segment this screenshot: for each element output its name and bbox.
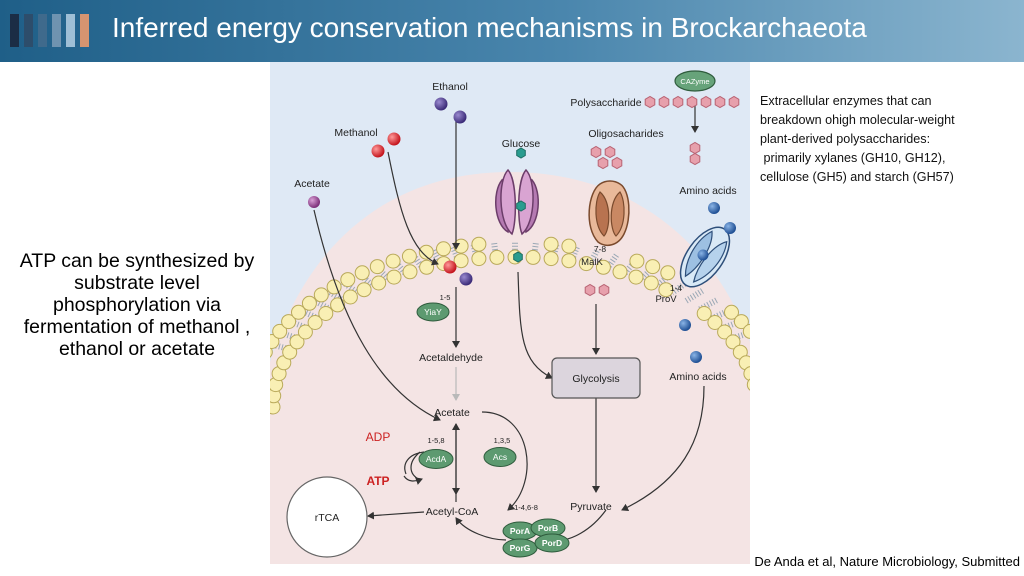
note-line: ethanol or acetate [58, 338, 216, 360]
atp-label: ATP [366, 474, 389, 488]
malk-transporter [588, 180, 630, 247]
cytoplasm [270, 172, 750, 564]
glucose-transporter [495, 168, 539, 236]
acda-enzyme: AcdA [418, 449, 454, 469]
malk-gene-count: 7-8 [594, 244, 607, 254]
title-banner: Inferred energy conservation mechanisms … [0, 0, 1024, 62]
decorative-bar [52, 14, 61, 47]
glucose-label: Glucose [502, 138, 541, 150]
acetaldehyde-label: Acetaldehyde [419, 352, 483, 364]
atp-synthesis-note: ATP can be synthesized by substrate leve… [6, 250, 268, 360]
decorative-bar [66, 14, 75, 47]
pora-label: PorA [510, 526, 530, 536]
note-line: substrate level [74, 272, 200, 294]
acs-gene-count: 1,3,5 [494, 436, 511, 445]
cazyme-label: CAZyme [680, 77, 709, 86]
sugar-molecules [513, 95, 740, 297]
porb-label: PorB [538, 523, 558, 533]
decorative-bar [38, 14, 47, 47]
metabolic-diagram: Ethanol Methanol Acetate Glucose Polysac… [257, 62, 762, 564]
note-line: Extracellular enzymes that can [760, 94, 932, 108]
decorative-bar [10, 14, 19, 47]
note-line: breakdown ohigh molecular-weight [760, 113, 955, 127]
cazyme-enzyme [674, 70, 716, 92]
pyruvate-label: Pyruvate [570, 501, 612, 513]
pord-label: PorD [542, 538, 562, 548]
prov-gene-count: 1-4 [670, 283, 683, 293]
ethanol-label: Ethanol [432, 81, 468, 93]
decorative-bar [80, 14, 89, 47]
note-line: fermentation of methanol , [23, 316, 251, 338]
yiay-enzyme: YiaY [416, 302, 450, 322]
acetate-molecule [308, 196, 320, 208]
por-gene-count: 1-4,6-8 [514, 503, 538, 512]
amino-acid-molecules [679, 202, 736, 363]
glycolysis-label: Glycolysis [572, 373, 619, 385]
note-line: plant-derived polysaccharides: [760, 132, 931, 146]
porg-label: PorG [510, 543, 531, 553]
slide-title: Inferred energy conservation mechanisms … [112, 12, 867, 43]
rtca-cycle [286, 476, 368, 558]
extracellular-enzymes-note: Extracellular enzymes that can breakdown… [760, 92, 1015, 187]
citation: De Anda et al, Nature Microbiology, Subm… [754, 554, 1020, 569]
adp-label: ADP [366, 430, 391, 444]
por-complex: PorA PorB PorG PorD [502, 518, 570, 558]
note-line: ATP can be synthesized by [19, 250, 255, 272]
diagram-svg: Ethanol Methanol Acetate Glucose Polysac… [257, 62, 762, 564]
malk-label: MalK [581, 257, 603, 268]
methanol-label: Methanol [334, 127, 377, 139]
acda-gene-count: 1-5,8 [427, 436, 444, 445]
note-line: primarily xylanes (GH10, GH12), [760, 151, 946, 165]
acetyl-coa-label: Acetyl-CoA [426, 506, 479, 518]
amino-acids-outside-label: Amino acids [679, 185, 736, 197]
polysaccharide-label: Polysaccharide [570, 97, 641, 109]
glycolysis-box [551, 357, 641, 399]
lipid-bilayer [257, 236, 762, 415]
methanol-molecules [371, 132, 457, 274]
oligosaccharides-label: Oligosacharides [588, 128, 663, 140]
yiay-gene-count: 1-5 [440, 293, 451, 302]
ethanol-molecules [434, 97, 473, 286]
acs-enzyme: Acs [483, 447, 517, 467]
yiay-label: YiaY [424, 307, 442, 317]
amino-acids-inside-label: Amino acids [669, 371, 726, 383]
acs-label: Acs [493, 452, 507, 462]
note-line: phosphorylation via [52, 294, 222, 316]
rtca-label: rTCA [315, 512, 340, 524]
acetate-inside-label: Acetate [434, 407, 470, 419]
note-line: cellulose (GH5) and starch (GH57) [760, 170, 954, 184]
acda-label: AcdA [426, 454, 447, 464]
acetate-outside-label: Acetate [294, 178, 330, 190]
decorative-bar [24, 14, 33, 47]
prov-label: ProV [655, 294, 677, 305]
